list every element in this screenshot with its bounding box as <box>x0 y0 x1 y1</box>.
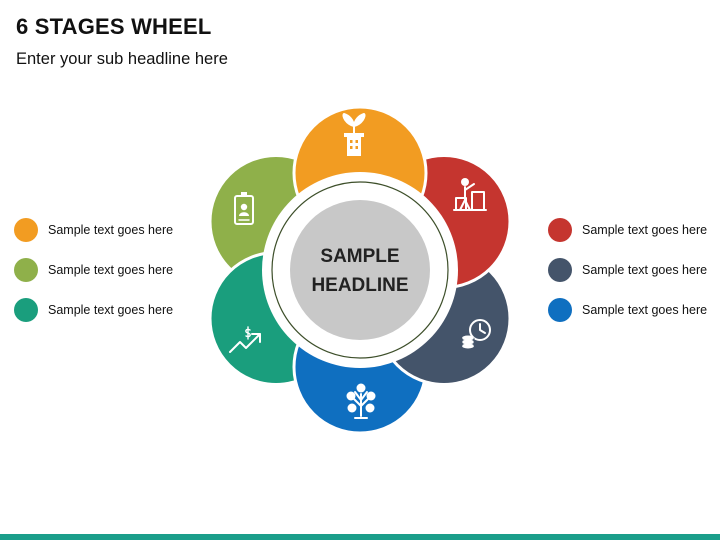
legend-item-right-3: Sample text goes here <box>548 298 707 322</box>
legend-item-right-2: Sample text goes here <box>548 258 707 282</box>
slide-title: 6 STAGES WHEEL <box>16 14 212 39</box>
legend-dot-teal <box>14 298 38 322</box>
money-tree-icon <box>346 383 376 419</box>
slide-subtitle: Enter your sub headline here <box>16 50 228 68</box>
legend-item-right-1: Sample text goes here <box>548 218 707 242</box>
legend-label: Sample text goes here <box>582 223 708 237</box>
growth-arrow-icon <box>229 326 261 353</box>
legend-dot-blue <box>548 298 572 322</box>
legend-dot-orange <box>14 218 38 242</box>
legend-dot-green <box>14 258 38 282</box>
building-plant-icon <box>342 113 366 156</box>
legend-label: Sample text goes here <box>582 303 708 317</box>
legend-item-left-2: Sample text goes here <box>14 258 173 282</box>
id-badge-icon <box>234 192 254 225</box>
person-presenting-icon <box>453 178 487 211</box>
legend-dot-red <box>548 218 572 242</box>
wheel-inner-ring <box>271 181 449 359</box>
center-headline-line2: HEADLINE <box>311 275 408 296</box>
legend-label: Sample text goes here <box>48 303 174 317</box>
center-headline-line1: SAMPLE <box>320 246 399 267</box>
legend-item-left-3: Sample text goes here <box>14 298 173 322</box>
center-circle <box>290 200 430 340</box>
legend-item-left-1: Sample text goes here <box>14 218 173 242</box>
legend-label: Sample text goes here <box>48 223 174 237</box>
legend-label: Sample text goes here <box>582 263 708 277</box>
legend-dot-slate <box>548 258 572 282</box>
legend-label: Sample text goes here <box>48 263 174 277</box>
bottom-accent-bar <box>0 534 720 540</box>
coins-clock-icon <box>461 319 491 349</box>
